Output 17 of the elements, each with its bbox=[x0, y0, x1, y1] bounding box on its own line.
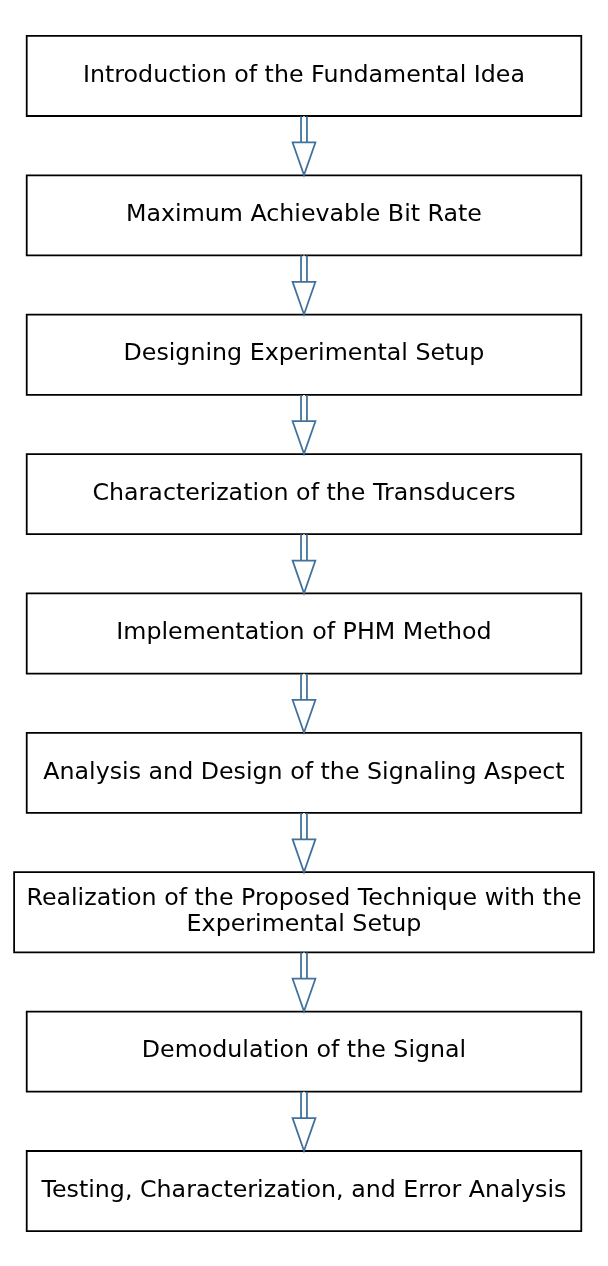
node-box: Implementation of PHM Method bbox=[25, 592, 583, 674]
arrow bbox=[291, 811, 317, 875]
node-box: Maximum Achievable Bit Rate bbox=[25, 173, 583, 256]
arrow bbox=[291, 1090, 317, 1153]
node-box: Analysis and Design of the Signaling Aspect bbox=[25, 731, 583, 814]
node-box: Designing Experimental Setup bbox=[25, 313, 583, 396]
node-box: Introduction of the Fundamental Idea bbox=[25, 34, 583, 117]
node-box: Realization of the Proposed Technique with the Experimental Setup bbox=[13, 870, 595, 953]
arrow bbox=[291, 951, 317, 1014]
node-box: Testing, Characterization, and Error Analysis bbox=[25, 1149, 583, 1232]
arrow bbox=[291, 393, 317, 456]
node-box: Characterization of the Transducers bbox=[25, 452, 583, 535]
arrow bbox=[291, 672, 317, 735]
arrow bbox=[291, 532, 317, 596]
node-box: Demodulation of the Signal bbox=[25, 1010, 583, 1093]
arrow bbox=[291, 254, 317, 317]
arrow bbox=[291, 114, 317, 178]
